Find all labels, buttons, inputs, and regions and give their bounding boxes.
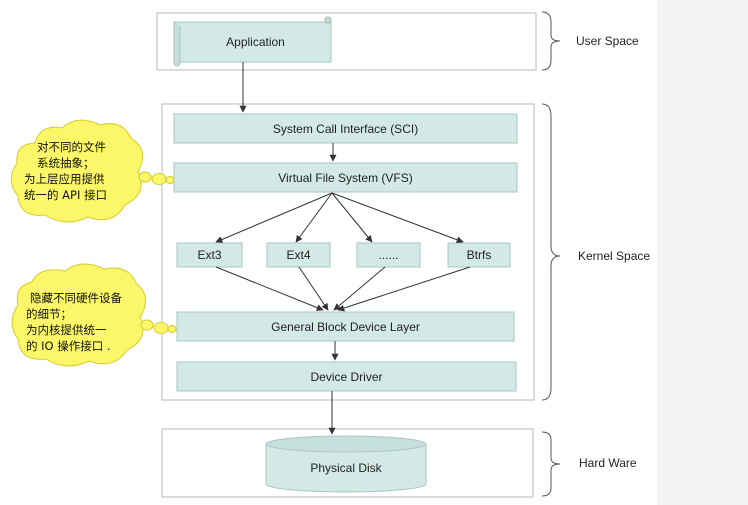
application-label: Application — [226, 35, 285, 49]
arrow-vfs-to-ext3 — [215, 192, 333, 243]
physical-disk-top — [265, 435, 427, 453]
block-note-text: 隐藏不同硬件设备 的细节； 为内核提供统一 的 IO 操作接口 . — [26, 290, 122, 354]
right-panel — [657, 0, 748, 505]
fs-label-btrfs: Btrfs — [466, 248, 492, 262]
application-scroll-knob — [324, 16, 332, 24]
vfs-label: Virtual File System (VFS) — [278, 170, 413, 185]
user-space-brace — [541, 11, 561, 71]
fs-box-more — [356, 242, 421, 268]
vfs-note-callout — [10, 119, 175, 223]
fs-label-ext4: Ext4 — [286, 248, 311, 262]
device-driver-box — [176, 361, 517, 392]
arrow-ext3-to-block — [215, 266, 324, 311]
fs-box-ext3 — [176, 242, 243, 268]
vfs-box — [173, 162, 518, 193]
fs-label-more: ...... — [378, 248, 399, 262]
block-note-line-2: 的细节； — [26, 307, 72, 321]
fs-label-ext3: Ext3 — [197, 248, 222, 262]
block-note-line-4: 的 IO 操作接口 . — [26, 339, 111, 353]
kernel-space-label: Kernel Space — [578, 249, 651, 263]
application-box — [173, 21, 332, 63]
arrow-vfs-to-ext4 — [295, 192, 333, 243]
block-note-callout — [11, 263, 177, 367]
vfs-note-line-3: 为上层应用提供 — [24, 172, 105, 186]
physical-disk-cylinder — [265, 444, 427, 493]
sci-label: System Call Interface (SCI) — [272, 121, 419, 136]
hardware-label: Hard Ware — [579, 456, 637, 470]
arrow-vfs-to-btrfs — [331, 192, 464, 244]
device-driver-label: Device Driver — [310, 369, 383, 384]
block-note-line-1: 隐藏不同硬件设备 — [30, 291, 122, 305]
fs-box-btrfs — [447, 242, 511, 268]
kernel-space-brace — [541, 103, 561, 401]
vfs-note-text: 对不同的文件 系统抽象； 为上层应用提供 统一的 API 接口 — [24, 139, 107, 203]
user-space-label: User Space — [576, 34, 639, 48]
vfs-note-line-4: 统一的 API 接口 — [24, 188, 108, 202]
hardware-brace — [541, 431, 561, 497]
vfs-note-line-2: 系统抽象； — [37, 156, 95, 170]
fs-box-ext4 — [266, 242, 331, 268]
block-layer-box — [176, 311, 515, 342]
block-note-line-3: 为内核提供统一 — [26, 323, 107, 337]
sci-box — [173, 113, 518, 144]
arrow-vfs-to-more — [331, 192, 373, 243]
block-layer-label: General Block Device Layer — [271, 319, 420, 334]
arrow-ext4-to-block — [298, 266, 329, 311]
application-scroll-left — [173, 22, 181, 67]
vfs-note-line-1: 对不同的文件 — [37, 140, 106, 154]
arrow-btrfs-to-block — [337, 266, 471, 312]
arrow-more-to-block — [333, 266, 386, 311]
physical-disk-label: Physical Disk — [310, 461, 382, 475]
